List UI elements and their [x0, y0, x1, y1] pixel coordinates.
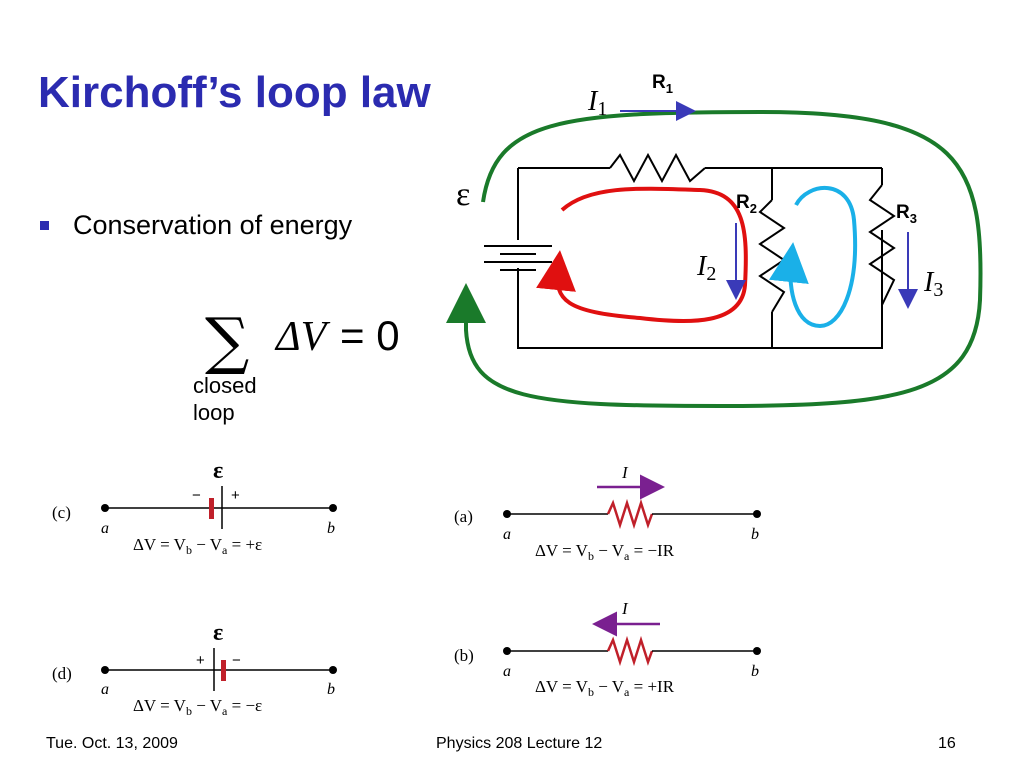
- r1-label: R1: [652, 72, 673, 96]
- resistor-icon: [606, 498, 654, 530]
- footer-course: Physics 208 Lecture 12: [436, 735, 603, 752]
- svg-text:b: b: [327, 520, 335, 537]
- bullet-text: Conservation of energy: [73, 210, 353, 240]
- panel-b-resistor-reverse: (b) I a b ΔV = Vb − Va = +IR: [454, 599, 761, 699]
- svg-text:−: −: [232, 652, 241, 669]
- svg-text:+: +: [196, 652, 205, 669]
- sum-symbol: ∑: [205, 304, 249, 377]
- svg-text:ε: ε: [213, 620, 223, 646]
- equation-rhs: = 0: [340, 312, 400, 359]
- left-loop-arrow: [536, 186, 748, 323]
- svg-text:a: a: [101, 520, 109, 537]
- bullet-square-icon: [40, 221, 49, 230]
- svg-text:−: −: [192, 487, 201, 504]
- resistor-icon: [606, 635, 654, 667]
- svg-text:(a): (a): [454, 507, 473, 526]
- svg-text:(d): (d): [52, 664, 72, 683]
- battery-symbol: [484, 245, 552, 271]
- svg-text:ΔV = Vb − Va = +ε: ΔV = Vb − Va = +ε: [133, 535, 262, 557]
- resistor-r3-icon: [868, 184, 896, 306]
- loop-equation: ∑ ΔV = 0 closed loop: [193, 304, 400, 425]
- r2-label: R2: [736, 192, 757, 216]
- svg-text:a: a: [503, 526, 511, 543]
- outer-loop-arrow: [446, 109, 983, 409]
- equation-subscript-loop: loop: [193, 400, 235, 425]
- battery-negative-plate-icon: [209, 498, 214, 519]
- svg-text:(b): (b): [454, 646, 474, 665]
- svg-text:a: a: [101, 681, 109, 698]
- svg-text:ΔV = Vb − Va = +IR: ΔV = Vb − Va = +IR: [535, 677, 675, 699]
- svg-text:b: b: [751, 663, 759, 680]
- svg-text:b: b: [751, 526, 759, 543]
- equation-lhs: ΔV: [274, 314, 331, 360]
- svg-text:ε: ε: [213, 458, 223, 484]
- svg-text:a: a: [503, 663, 511, 680]
- resistor-r2-icon: [758, 199, 786, 313]
- panel-a-resistor-forward: (a) I a b ΔV = Vb − Va = −IR: [454, 463, 761, 563]
- right-loop-arrow: [768, 185, 857, 329]
- i3-label: I3: [923, 267, 943, 301]
- resistor-r1-icon: [609, 152, 706, 184]
- r3-label: R3: [896, 202, 917, 226]
- panel-c-battery-forward: (c) ε − + a b ΔV = Vb − Va = +ε: [52, 458, 337, 557]
- panel-d-battery-reverse: (d) ε + − a b ΔV = Vb − Va = −ε: [52, 620, 337, 718]
- i1-label: I1: [587, 86, 607, 120]
- svg-text:ΔV = Vb − Va = −IR: ΔV = Vb − Va = −IR: [535, 541, 675, 563]
- svg-text:+: +: [231, 487, 240, 504]
- svg-text:b: b: [327, 681, 335, 698]
- equation-subscript-closed: closed: [193, 373, 257, 398]
- circuit-diagram: ε R1 R2 R3 I1 I2 I3: [446, 72, 983, 409]
- i2-label: I2: [696, 251, 716, 285]
- footer-date: Tue. Oct. 13, 2009: [46, 735, 178, 752]
- svg-text:(c): (c): [52, 503, 71, 522]
- svg-text:I: I: [621, 599, 629, 618]
- svg-text:ΔV = Vb − Va = −ε: ΔV = Vb − Va = −ε: [133, 696, 262, 718]
- svg-text:I: I: [621, 463, 629, 482]
- circuit-wires: [517, 168, 883, 349]
- footer-page-number: 16: [938, 735, 956, 752]
- battery-negative-plate-icon: [221, 660, 226, 681]
- slide-title: Kirchoff’s loop law: [38, 68, 431, 117]
- emf-label: ε: [456, 176, 470, 213]
- bullet-item: Conservation of energy: [40, 210, 352, 241]
